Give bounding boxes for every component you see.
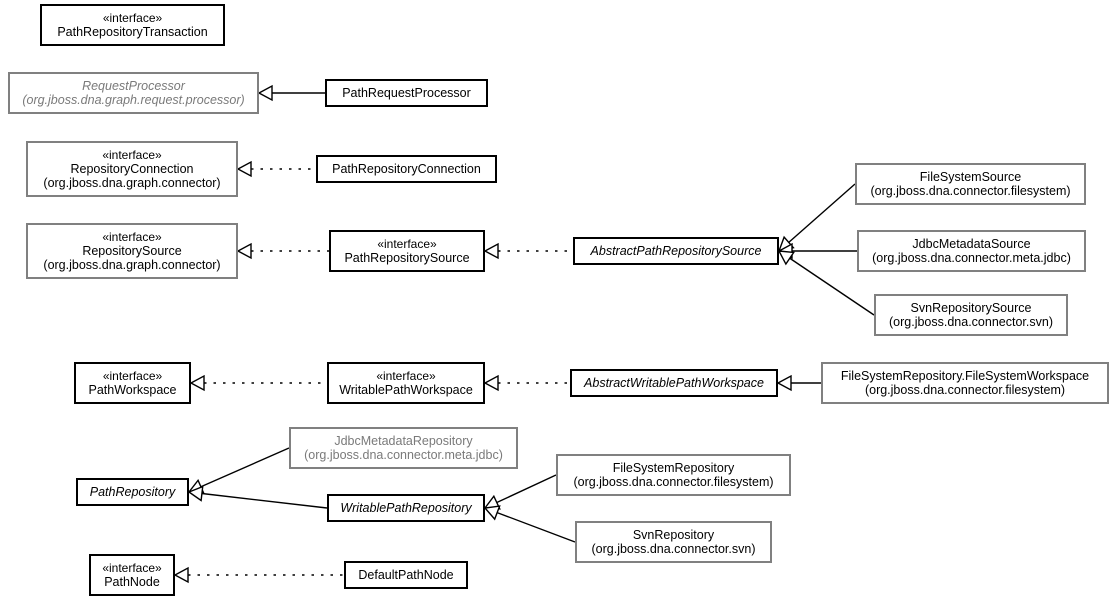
generalization-edge xyxy=(496,474,557,504)
class-package: (org.jboss.dna.connector.filesystem) xyxy=(573,475,774,489)
class-stereotype: «interface» xyxy=(102,561,162,575)
class-box-fileSystemRepository[interactable]: FileSystemRepository(org.jboss.dna.conne… xyxy=(556,454,791,496)
class-name: PathRequestProcessor xyxy=(342,86,471,100)
class-box-repositorySource[interactable]: «interface»RepositorySource(org.jboss.dn… xyxy=(26,223,238,279)
class-name: FileSystemRepository xyxy=(612,461,735,475)
class-package: (org.jboss.dna.connector.svn) xyxy=(591,542,756,556)
generalization-arrowhead xyxy=(777,250,795,266)
class-package: (org.jboss.dna.connector.meta.jdbc) xyxy=(872,251,1071,265)
class-box-pathRequestProcessor[interactable]: PathRequestProcessor xyxy=(325,79,488,107)
class-name: AbstractPathRepositorySource xyxy=(590,244,762,258)
class-box-pathWorkspace[interactable]: «interface»PathWorkspace xyxy=(74,362,191,404)
class-box-abstractPathRepositorySource[interactable]: AbstractPathRepositorySource xyxy=(573,237,779,265)
generalization-arrowhead xyxy=(776,374,792,392)
class-box-abstractWritablePathWorkspace[interactable]: AbstractWritablePathWorkspace xyxy=(570,369,778,397)
class-package: (org.jboss.dna.connector.svn) xyxy=(889,315,1053,329)
class-name: FileSystemSource xyxy=(919,170,1022,184)
class-box-pathRepositoryConnection[interactable]: PathRepositoryConnection xyxy=(316,155,497,183)
class-box-repositoryConnection[interactable]: «interface»RepositoryConnection(org.jbos… xyxy=(26,141,238,197)
class-name: RepositoryConnection xyxy=(70,162,194,176)
class-stereotype: «interface» xyxy=(376,369,436,383)
class-stereotype: «interface» xyxy=(102,230,162,244)
class-name: FileSystemRepository.FileSystemWorkspace xyxy=(840,369,1090,383)
class-box-pathRepositorySource[interactable]: «interface»PathRepositorySource xyxy=(329,230,485,272)
generalization-edge xyxy=(496,511,576,543)
class-package: (org.jboss.dna.graph.connector) xyxy=(43,258,221,272)
class-name: JdbcMetadataSource xyxy=(912,237,1031,251)
class-box-defaultPathNode[interactable]: DefaultPathNode xyxy=(344,561,468,589)
class-box-writablePathRepository[interactable]: WritablePathRepository xyxy=(327,494,485,522)
class-stereotype: «interface» xyxy=(377,237,437,251)
class-box-svnRepositorySource[interactable]: SvnRepositorySource(org.jboss.dna.connec… xyxy=(874,294,1068,336)
generalization-arrowhead xyxy=(173,566,189,584)
class-box-pathRepository[interactable]: PathRepository xyxy=(76,478,189,506)
class-box-jdbcMetadataSource[interactable]: JdbcMetadataSource(org.jboss.dna.connect… xyxy=(857,230,1086,272)
generalization-arrowhead xyxy=(236,160,252,178)
generalization-arrowhead xyxy=(483,374,499,392)
class-name: SvnRepositorySource xyxy=(910,301,1032,315)
class-name: PathRepositoryTransaction xyxy=(57,25,208,39)
class-name: WritablePathRepository xyxy=(340,501,472,515)
class-stereotype: «interface» xyxy=(102,148,162,162)
generalization-arrowhead xyxy=(236,242,252,260)
class-package: (org.jboss.dna.connector.filesystem) xyxy=(870,184,1071,198)
class-box-requestProcessor[interactable]: RequestProcessor(org.jboss.dna.graph.req… xyxy=(8,72,259,114)
class-name: PathRepositorySource xyxy=(344,251,470,265)
class-name: RepositorySource xyxy=(82,244,182,258)
class-name: AbstractWritablePathWorkspace xyxy=(584,376,764,390)
class-package: (org.jboss.dna.connector.meta.jdbc) xyxy=(304,448,503,462)
class-package: (org.jboss.dna.graph.request.processor) xyxy=(22,93,245,107)
class-box-jdbcMetadataRepository[interactable]: JdbcMetadataRepository(org.jboss.dna.con… xyxy=(289,427,518,469)
class-name: RequestProcessor xyxy=(82,79,185,93)
class-box-fileSystemSource[interactable]: FileSystemSource(org.jboss.dna.connector… xyxy=(855,163,1086,205)
class-box-svnRepository[interactable]: SvnRepository(org.jboss.dna.connector.sv… xyxy=(575,521,772,563)
generalization-edge xyxy=(788,183,856,243)
class-box-writablePathWorkspace[interactable]: «interface»WritablePathWorkspace xyxy=(327,362,485,404)
class-box-pathRepositoryTransaction[interactable]: «interface»PathRepositoryTransaction xyxy=(40,4,225,46)
class-name: DefaultPathNode xyxy=(358,568,454,582)
generalization-arrowhead xyxy=(483,494,501,510)
generalization-arrowhead xyxy=(189,374,205,392)
class-box-pathNode[interactable]: «interface»PathNode xyxy=(89,554,175,596)
generalization-arrowhead xyxy=(777,235,795,252)
class-stereotype: «interface» xyxy=(102,369,163,383)
generalization-edge xyxy=(200,447,290,488)
generalization-arrowhead xyxy=(777,242,793,260)
class-name: WritablePathWorkspace xyxy=(339,383,473,397)
class-name: SvnRepository xyxy=(632,528,715,542)
class-name: PathRepository xyxy=(89,485,176,499)
generalization-arrowhead xyxy=(257,84,273,102)
generalization-arrowhead xyxy=(483,242,499,260)
generalization-arrowhead xyxy=(187,479,205,494)
generalization-arrowhead xyxy=(483,505,501,521)
class-name: PathRepositoryConnection xyxy=(332,162,481,176)
generalization-arrowhead xyxy=(187,485,204,502)
class-name: JdbcMetadataRepository xyxy=(334,434,473,448)
class-box-fileSystemWorkspace[interactable]: FileSystemRepository.FileSystemWorkspace… xyxy=(821,362,1109,404)
generalization-edge xyxy=(201,492,328,509)
class-name: PathWorkspace xyxy=(88,383,177,397)
class-package: (org.jboss.dna.connector.filesystem) xyxy=(864,383,1066,397)
class-name: PathNode xyxy=(104,575,160,589)
class-package: (org.jboss.dna.graph.connector) xyxy=(43,176,221,190)
class-stereotype: «interface» xyxy=(102,11,163,25)
